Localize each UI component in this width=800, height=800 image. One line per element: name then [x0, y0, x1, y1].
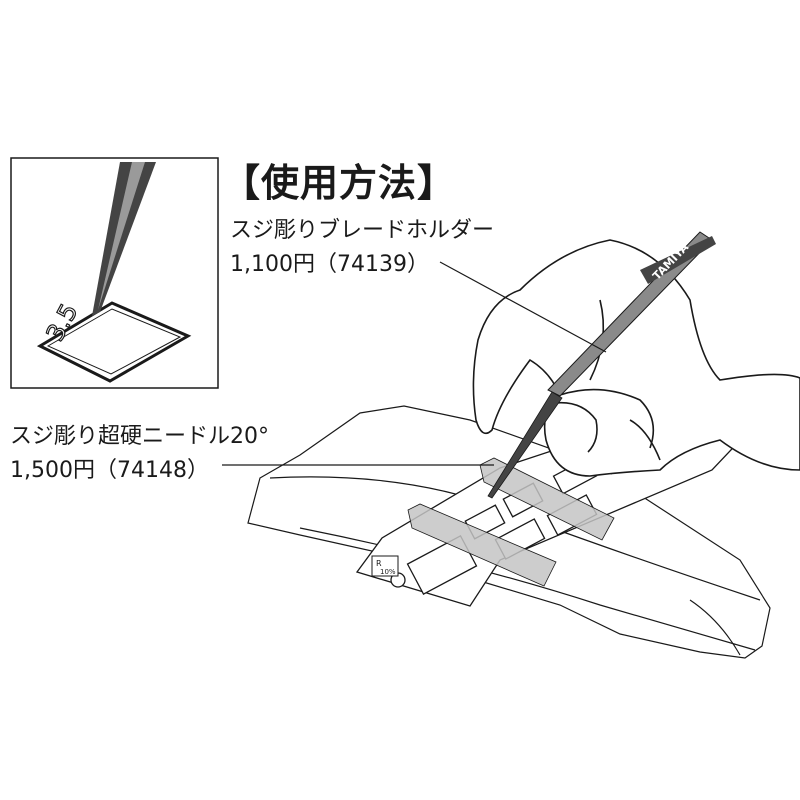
inset-needle-highlight [98, 162, 145, 310]
needle-icon [487, 391, 563, 499]
hand-finger-line [629, 419, 661, 461]
tool-grip [547, 231, 713, 397]
inset-recess [36, 301, 192, 383]
tape-strip-right [479, 457, 615, 541]
tool-body-dark [640, 236, 716, 284]
callout-holder-price: 1,100円（74139） [230, 252, 429, 277]
tape-strip-left [407, 503, 557, 587]
masking-tape [407, 457, 615, 587]
hand-finger-line [559, 388, 655, 449]
callout-holder-name: スジ彫りブレードホルダー [230, 218, 495, 243]
heading: 【使用方法】 [222, 161, 457, 205]
hand-thumb-line [547, 401, 598, 453]
callout-needle-price: 1,500円（74148） [10, 458, 209, 483]
inset-recess-inner [46, 308, 182, 375]
wing-tip-line [689, 599, 741, 656]
callout-needle-name: スジ彫り超硬ニードル20° [10, 424, 269, 449]
template-corner-label: R [376, 559, 382, 568]
template-corner-value: 10% [380, 568, 396, 576]
leader-line-holder [439, 261, 607, 353]
template-corner-box [371, 555, 399, 577]
hand-outline [472, 239, 800, 477]
inset-detail: 3.5 [10, 157, 219, 389]
